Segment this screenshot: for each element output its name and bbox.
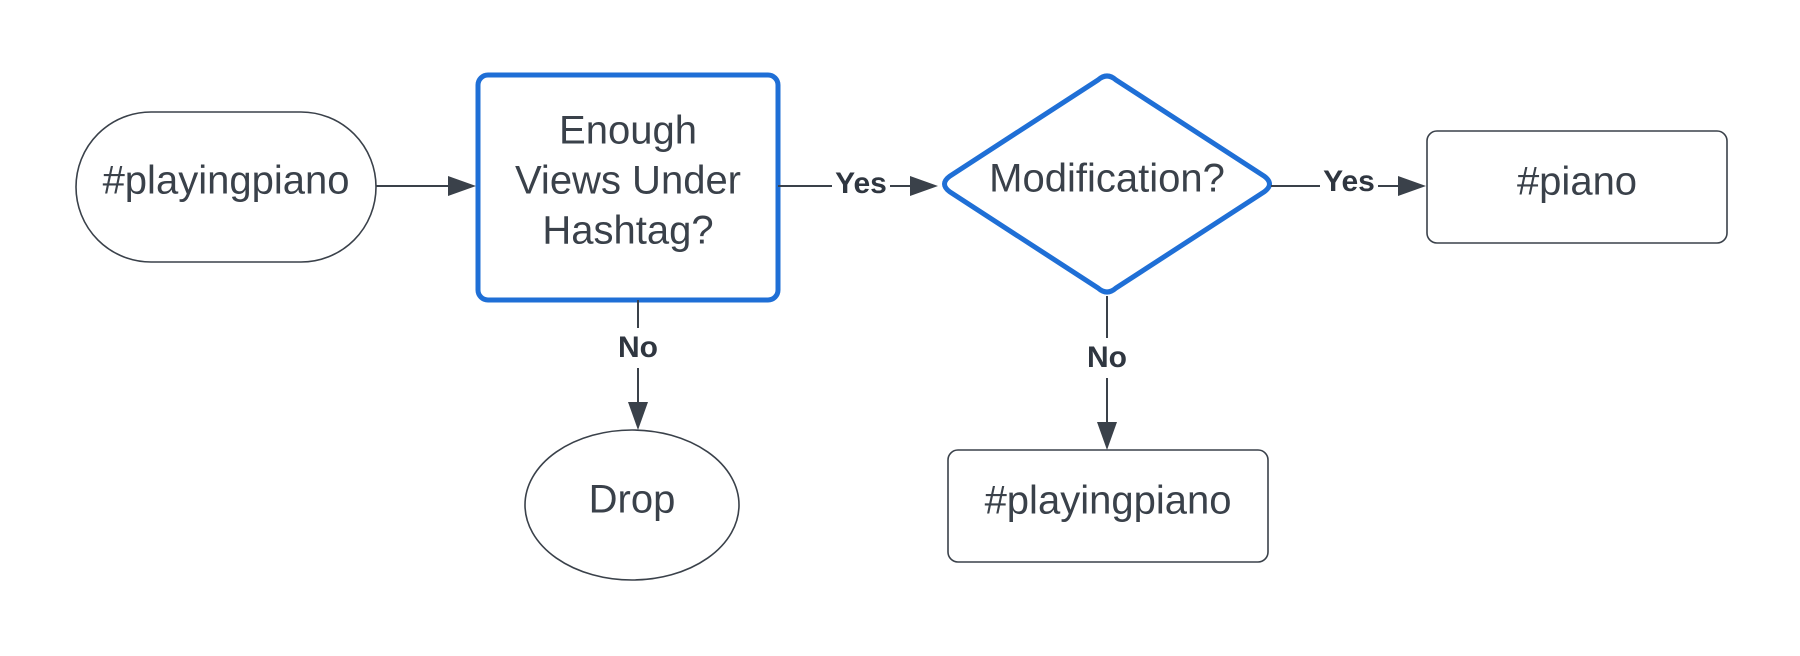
drop-node[interactable]: Drop: [524, 429, 740, 581]
edge-views-yes-label: Yes: [835, 167, 887, 200]
edge-modification-no-label: No: [1087, 341, 1127, 374]
edge-modification-yes-label: Yes: [1323, 165, 1375, 198]
start-node-label: #playingpiano: [103, 159, 350, 203]
result-playingpiano-shape: [947, 449, 1269, 563]
arrowhead-icon: [1097, 422, 1117, 450]
result-piano-node[interactable]: #piano: [1426, 130, 1728, 244]
result-playingpiano-label: #playingpiano: [985, 479, 1232, 523]
result-piano-shape: [1426, 130, 1728, 244]
edge-modification-no: No: [1081, 296, 1133, 450]
arrowhead-icon: [628, 402, 648, 430]
decision-views-label-line-3: Hashtag?: [542, 209, 713, 253]
result-playingpiano-node[interactable]: #playingpiano: [947, 449, 1269, 563]
edge-modification-yes: Yes: [1271, 165, 1426, 200]
edge-views-no: No: [612, 300, 664, 430]
drop-node-label: Drop: [589, 478, 676, 522]
drop-node-shape: [524, 429, 740, 581]
edge-modification-yes-label-bg: [1320, 166, 1378, 200]
decision-modification-node[interactable]: Modification?: [942, 73, 1272, 295]
edge-views-no-label: No: [618, 331, 658, 364]
edge-views-yes: Yes: [778, 167, 938, 202]
edge-modification-no-label-bg: [1081, 338, 1133, 378]
decision-modification-shape: [942, 73, 1272, 295]
edge-views-yes-label-bg: [832, 168, 890, 202]
decision-views-shape: [475, 72, 781, 303]
decision-views-label-line-2: Views Under: [515, 159, 741, 203]
edge-views-no-label-bg: [612, 328, 664, 368]
start-node[interactable]: #playingpiano: [75, 111, 377, 263]
arrowhead-icon: [910, 176, 938, 196]
decision-views-node[interactable]: Enough Views Under Hashtag?: [475, 72, 781, 303]
arrowhead-icon: [448, 176, 476, 196]
edge-start-to-views: [376, 176, 476, 196]
result-piano-label: #piano: [1517, 160, 1637, 204]
decision-modification-label: Modification?: [989, 157, 1225, 201]
arrowhead-icon: [1398, 176, 1426, 196]
decision-views-label-line-1: Enough: [559, 109, 697, 153]
